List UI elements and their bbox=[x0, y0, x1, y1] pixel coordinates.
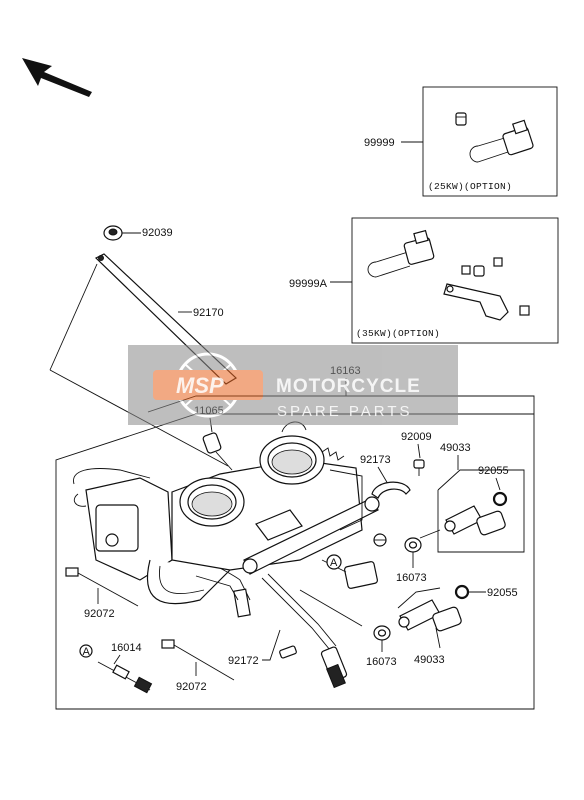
washer-16073-lower-icon bbox=[373, 625, 391, 641]
sensor-49033-lower-icon bbox=[398, 599, 462, 632]
label-92072-upper: 92072 bbox=[84, 608, 115, 620]
ref-a-marker bbox=[326, 554, 342, 570]
label-16073-lower: 16073 bbox=[366, 656, 397, 668]
label-option-25kw: (25KW)(OPTION) bbox=[428, 181, 512, 192]
watermark-text: MSP MOTORCYCLE SPARE PARTS bbox=[176, 373, 421, 420]
label-ref-a-1: A bbox=[330, 557, 338, 569]
throttle-stop-screw-16014-icon bbox=[97, 661, 153, 694]
sensor-49033-icon bbox=[444, 505, 506, 536]
front-direction-arrow-icon bbox=[22, 58, 92, 97]
screw-92009-icon bbox=[413, 459, 425, 476]
cable-tie-92072-upper-icon bbox=[65, 567, 139, 607]
label-92172: 92172 bbox=[228, 655, 259, 667]
o-ring-92055-lower-icon bbox=[454, 584, 470, 600]
label-option-35kw: (35KW)(OPTION) bbox=[356, 328, 440, 339]
label-99999a: 99999A bbox=[289, 278, 328, 290]
label-92055-top: 92055 bbox=[478, 465, 509, 477]
watermark-title: MOTORCYCLE bbox=[276, 376, 421, 397]
label-92173: 92173 bbox=[360, 454, 391, 466]
clamp-92039-icon bbox=[103, 225, 123, 241]
watermark-logo: MSP bbox=[176, 373, 224, 398]
label-92009: 92009 bbox=[401, 431, 432, 443]
coupler-harness-icon bbox=[469, 119, 534, 163]
plug-screw-icon bbox=[455, 112, 467, 126]
label-99999: 99999 bbox=[364, 137, 395, 149]
bracket-icon bbox=[443, 283, 509, 321]
label-92055-lower: 92055 bbox=[487, 587, 518, 599]
option-box-25kw bbox=[401, 86, 558, 197]
label-16073-top: 16073 bbox=[396, 572, 427, 584]
watermark-subtitle: SPARE PARTS bbox=[277, 403, 413, 420]
coupler-harness-icon bbox=[367, 229, 435, 278]
label-49033-lower: 49033 bbox=[414, 654, 445, 666]
label-16014: 16014 bbox=[111, 642, 142, 654]
clamp-92173-icon bbox=[371, 481, 411, 499]
bolt-92172-icon bbox=[279, 645, 297, 659]
label-92072-lower: 92072 bbox=[176, 681, 207, 693]
washer-16073-top-icon bbox=[404, 537, 422, 553]
cap-11065-icon bbox=[202, 432, 222, 454]
o-ring-92055-icon bbox=[492, 491, 508, 507]
label-92170: 92170 bbox=[193, 307, 224, 319]
label-ref-a-2: A bbox=[83, 646, 91, 658]
option-box-35kw bbox=[330, 217, 559, 344]
label-92039: 92039 bbox=[142, 227, 173, 239]
cable-tie-92072-lower-icon bbox=[161, 639, 235, 681]
throttle-body-assembly-icon bbox=[73, 421, 387, 689]
watermark bbox=[128, 345, 458, 425]
label-49033-top: 49033 bbox=[440, 442, 471, 454]
ref-a-marker-2 bbox=[79, 644, 93, 658]
bolt-icon bbox=[461, 257, 530, 316]
